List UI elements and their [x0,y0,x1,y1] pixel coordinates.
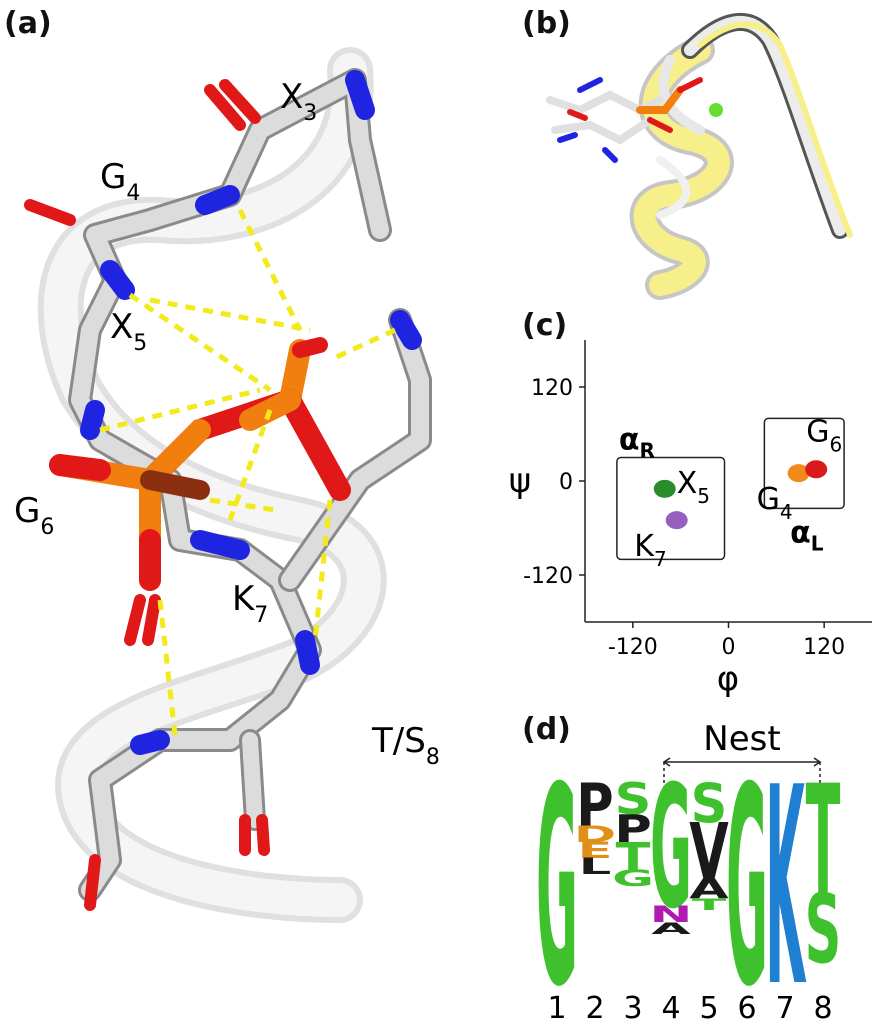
logo-letter: A [689,873,729,905]
backbone-sticks [68,68,432,902]
residue-label-g6: G6 [14,491,54,540]
nest-bracket: Nest [662,719,822,792]
cluster-label-g6: G6 [806,414,842,456]
hydrogen-bonds [99,208,397,736]
logo-letter: S [691,772,728,835]
logo-letter: G [726,730,768,1024]
tick-labels: -120 0 120 120 0 -120 [523,376,845,660]
residue-label-x5: X5 [110,307,147,356]
oxygen-atoms [24,79,270,911]
cluster-k7 [665,511,688,530]
y-tick-label: 0 [559,470,573,495]
region-boxes: αR αL [616,417,845,561]
logo-letter: P [576,771,613,841]
alpha-l-label: αL [790,515,824,555]
panel-a-label: (a) [4,6,52,41]
logo-letter: T [692,895,727,914]
cluster-g6 [805,460,828,479]
alpha-r-label: αR [619,423,655,463]
cluster-label-x5: X5 [677,466,710,508]
ion-sphere [709,103,723,117]
residue-label-g4: G4 [100,157,140,206]
logo-letter: G [536,730,578,1024]
nitrogen-atoms [80,70,422,755]
logo-letter: S [805,875,842,986]
alpha-l-box [763,417,845,510]
x-tick-label: 120 [803,635,845,660]
logo-letter: K [765,730,806,1024]
logo-letter: G [612,867,654,892]
logo-letter: N [650,903,693,928]
position-number: 7 [775,991,794,1024]
logo-letter: E [578,839,613,864]
y-tick-label: -120 [523,564,573,589]
position-number: 5 [699,991,718,1024]
panel-d-label: (d) [522,712,571,747]
superposed-helices [629,35,734,300]
panel-b-label: (b) [522,6,571,41]
alpha-r-box [616,456,726,561]
x-tick-label: 0 [722,635,736,660]
cluster-g4 [787,464,810,483]
panel-c-label: (c) [522,308,568,343]
logo-letter: S [615,774,652,825]
residue-label-k7: K7 [232,579,268,628]
cluster-x5 [653,479,676,498]
cluster-label-g4: G4 [757,482,793,524]
position-number: 8 [813,991,832,1024]
structure-stick-model: X3 G4 X5 G6 K7 T/S8 [14,47,440,923]
logo-letter: T [806,754,841,928]
nest-label: Nest [703,719,780,759]
logo-letter: T [616,834,651,879]
superposed-strands [681,13,853,239]
superposed-ligands [546,77,703,163]
cluster-label-k7: K7 [634,529,666,571]
y-axis-label: ψ [509,461,531,501]
phosphate-groups [49,337,351,591]
residue-label-ts8: T/S8 [371,721,440,770]
structure-superposition [546,13,853,300]
x-axis-label: φ [717,659,739,699]
position-number: 2 [585,991,604,1024]
position-number: 1 [547,991,566,1024]
logo-letter: P [614,806,651,851]
x-tick-label: -120 [608,635,658,660]
logo-letter: V [689,809,728,897]
plot-axes [584,340,872,623]
logo-letter: L [579,855,612,880]
residue-label-x3: X3 [280,77,317,126]
logo-letter: A [651,919,691,938]
position-number: 6 [737,991,756,1024]
logo-letter: G [650,750,692,946]
logo-letter: D [574,823,616,848]
position-number: 4 [661,991,680,1024]
position-number: 3 [623,991,642,1024]
y-tick-label: 120 [531,376,573,401]
